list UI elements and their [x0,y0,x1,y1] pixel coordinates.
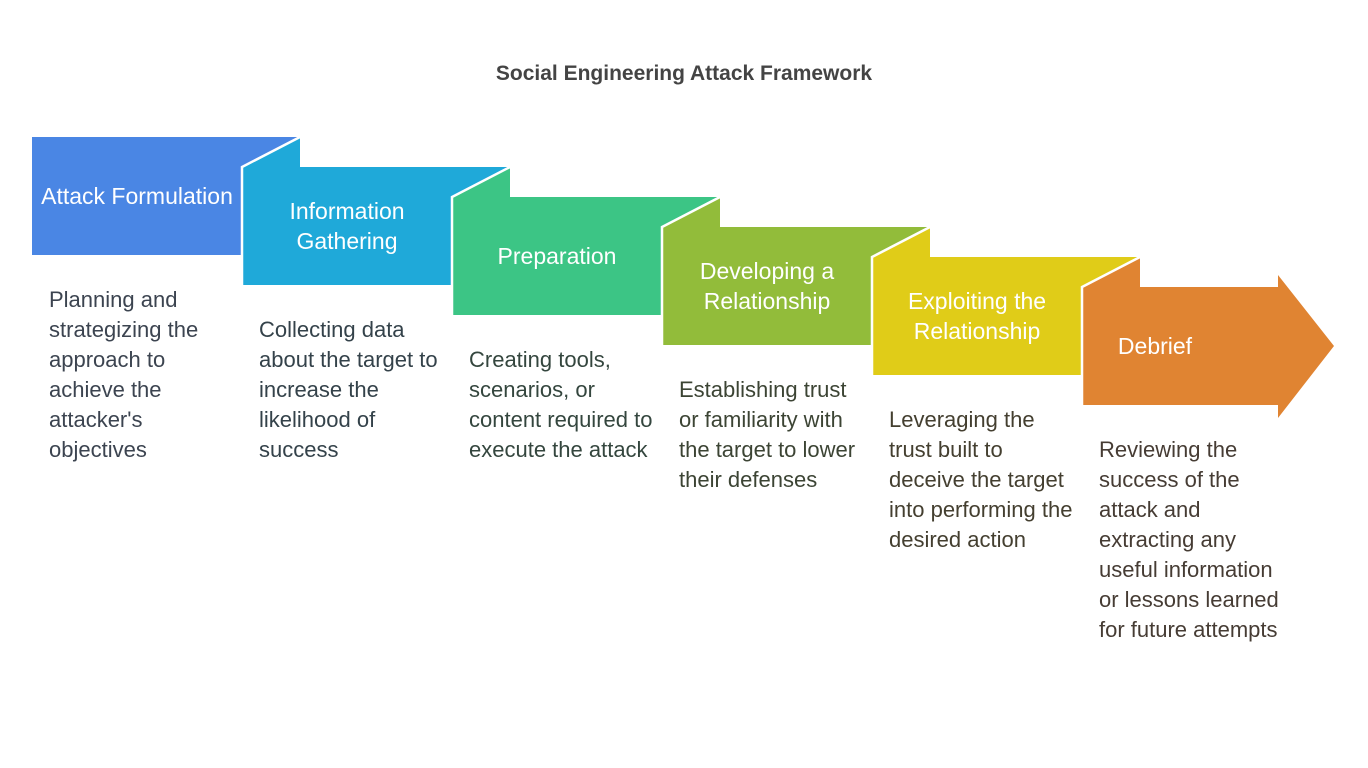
step-description: Leveraging the trust built to deceive th… [889,407,1073,552]
step-box-shape [872,227,1140,375]
fold-separator [240,135,301,285]
step-label: Exploiting the Relationship [907,288,1047,344]
step-description: Creating tools, scenarios, or content re… [469,347,653,462]
step-description: Reviewing the success of the attack and … [1099,437,1279,642]
fold-separator [1080,255,1141,405]
step-box-shape [242,137,510,285]
step-label: Developing a Relationship [699,258,835,314]
fold-separator [660,195,721,345]
step-description: Planning and strategizing the approach t… [49,287,199,462]
step-description: Collecting data about the target to incr… [259,317,438,462]
step-description: Establishing trust or familiarity with t… [679,377,856,492]
step-box-shape [32,137,300,255]
fold-separator [870,225,931,375]
step-box-shape [452,167,720,315]
step-label: Information Gathering [289,198,405,254]
step-label: Attack Formulation [41,183,233,209]
step-label: Debrief [1117,333,1193,359]
diagram-title: Social Engineering Attack Framework [495,62,873,85]
fold-separator [450,165,511,315]
step-label: Preparation [497,243,617,269]
step-arrow-shape [1082,257,1334,418]
step-box-shape [662,197,930,345]
